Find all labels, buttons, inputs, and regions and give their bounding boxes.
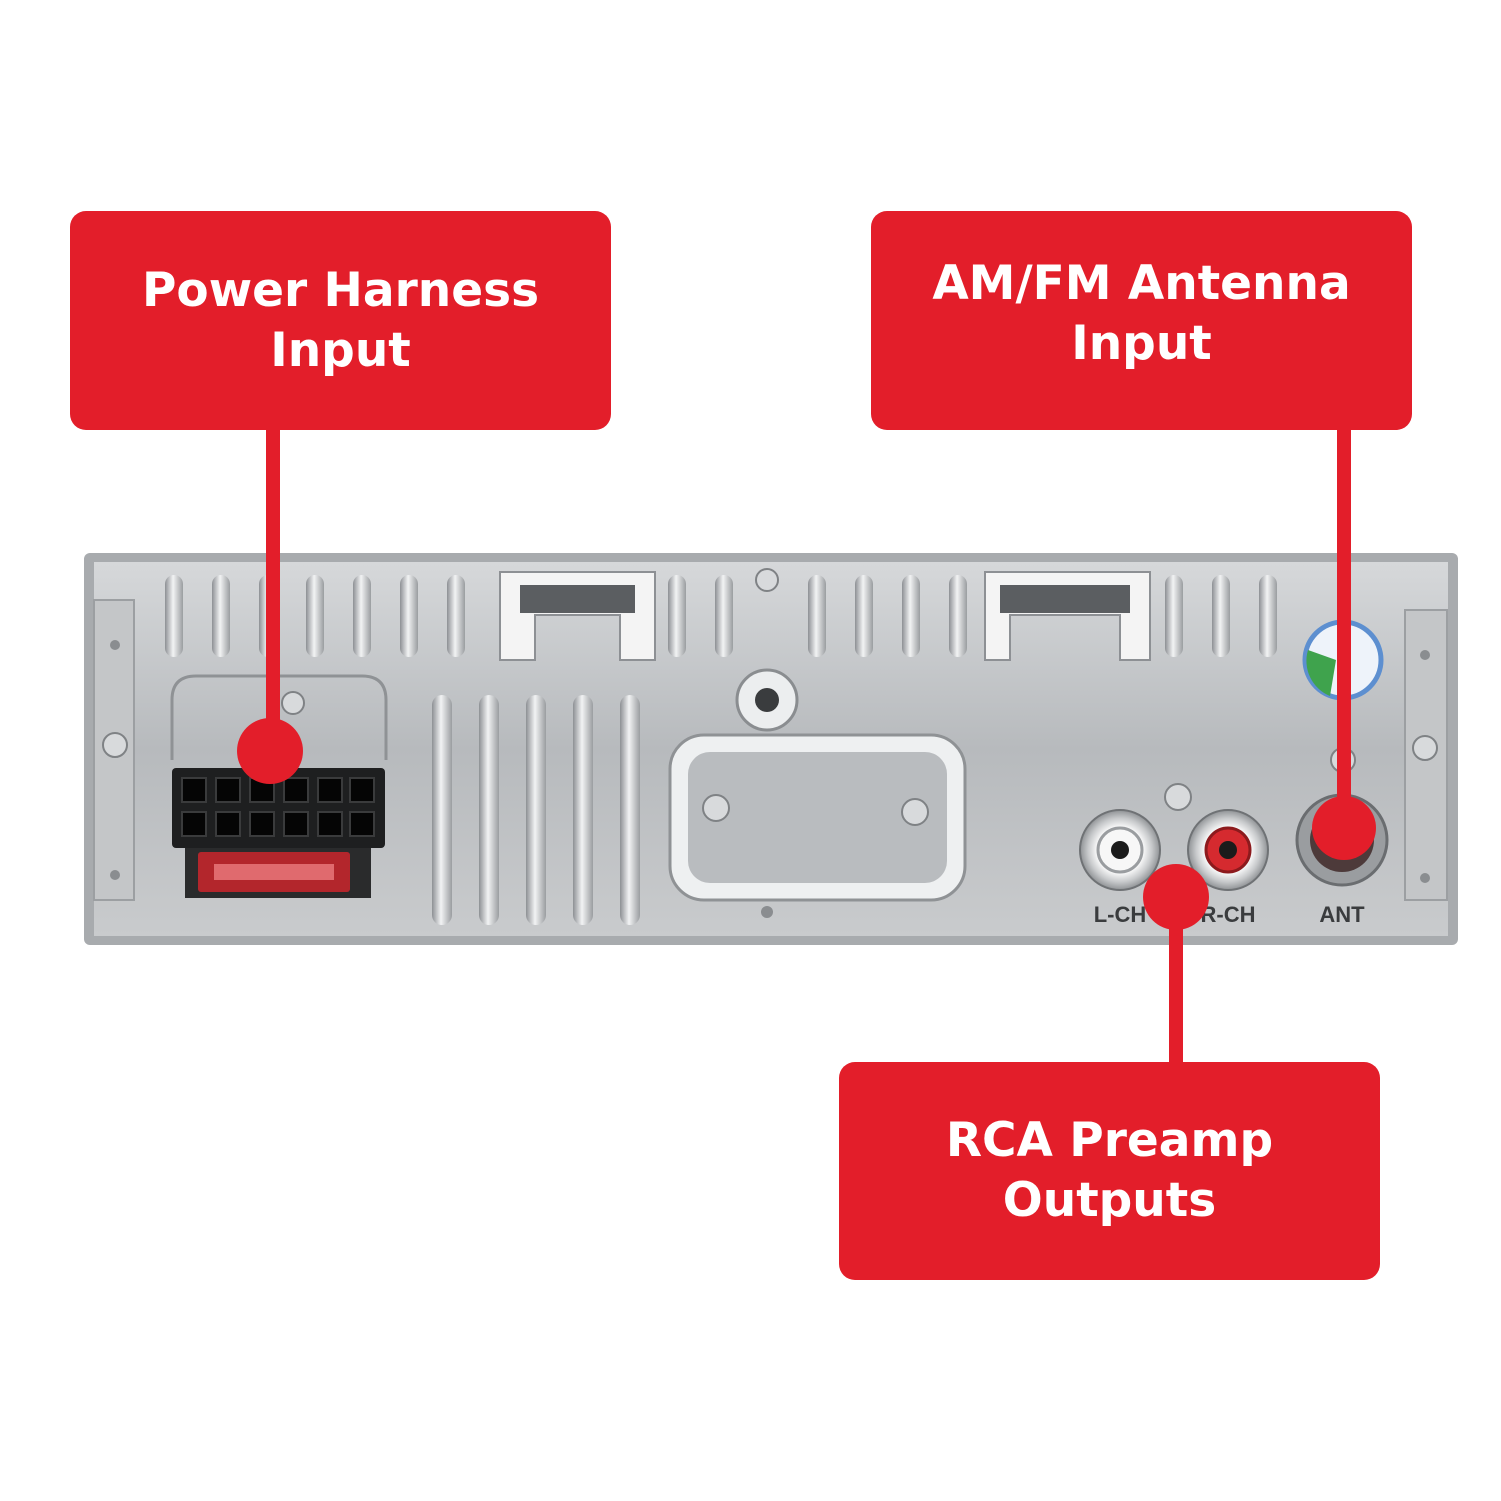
vent-slot <box>479 695 499 925</box>
screw <box>110 640 120 650</box>
antenna-callout: AM/FM Antenna Input <box>871 211 1412 430</box>
screw <box>702 794 730 822</box>
antenna-callout-line2: Input <box>1071 315 1212 371</box>
fuse-window <box>214 864 334 880</box>
screw <box>755 568 779 592</box>
vent-slot <box>447 575 465 657</box>
vent-slot <box>526 695 546 925</box>
power-harness-callout: Power Harness Input <box>70 211 611 430</box>
vent-slot <box>353 575 371 657</box>
antenna-leader-line <box>1337 428 1351 828</box>
vent-slot <box>855 575 873 657</box>
screw <box>1412 735 1438 761</box>
antenna-leader-dot <box>1312 796 1376 860</box>
rca-outputs-callout-line2: Outputs <box>1002 1173 1217 1228</box>
power-leader-dot <box>237 718 303 784</box>
vent-slot <box>949 575 967 657</box>
screw <box>1164 783 1192 811</box>
rca-leader-line <box>1169 890 1183 1065</box>
vent-slot <box>165 575 183 657</box>
vent-slot <box>1259 575 1277 657</box>
rca-leader-dot <box>1143 864 1209 930</box>
screw <box>761 906 773 918</box>
vent-slot <box>306 575 324 657</box>
rca-outputs-callout-line1: RCA Preamp <box>945 1113 1274 1168</box>
screw <box>901 798 929 826</box>
antenna-callout-line1: AM/FM Antenna <box>932 255 1351 311</box>
screw <box>110 870 120 880</box>
lower-vents <box>432 695 640 925</box>
top-vents <box>165 575 1277 657</box>
harness-pins <box>181 777 375 837</box>
power-harness-callout-line2: Input <box>270 322 411 378</box>
center-plate-inner <box>688 752 947 883</box>
vent-slot <box>212 575 230 657</box>
vent-slot <box>902 575 920 657</box>
power-harness-callout-line1: Power Harness <box>141 262 540 318</box>
label-r-ch: R-CH <box>1201 902 1256 927</box>
rca-jack-right <box>1187 809 1269 891</box>
sticker-badge-accent <box>1306 650 1336 696</box>
vent-slot <box>620 695 640 925</box>
top-notch-right-inner <box>1000 585 1130 613</box>
screw <box>102 732 128 758</box>
power-leader-line <box>266 430 280 750</box>
vent-slot <box>808 575 826 657</box>
vent-slot <box>668 575 686 657</box>
label-l-ch: L-CH <box>1094 902 1147 927</box>
screw <box>1420 873 1430 883</box>
vent-slot <box>1165 575 1183 657</box>
vent-slot <box>1212 575 1230 657</box>
rca-jack-left <box>1079 809 1161 891</box>
vent-slot <box>400 575 418 657</box>
top-notch-left-inner <box>520 585 635 613</box>
vent-slot <box>432 695 452 925</box>
vent-slot <box>573 695 593 925</box>
mounting-hole-center <box>755 688 779 712</box>
vent-slot <box>715 575 733 657</box>
screw <box>1420 650 1430 660</box>
label-ant: ANT <box>1319 902 1365 927</box>
rca-outputs-callout: RCA Preamp Outputs <box>839 1062 1380 1280</box>
screw <box>281 691 305 715</box>
